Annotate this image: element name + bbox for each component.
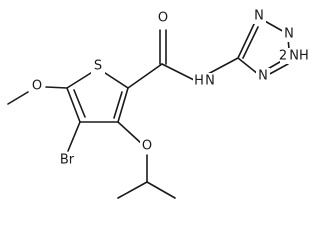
bond-c4-br [67,121,81,152]
atom-label-tz-n-top: N [254,9,264,24]
bond-c3-o-ether [117,121,143,145]
bond-tz-c5-n4-double [237,21,256,59]
atom-tz-n-top: N [252,8,266,24]
atom-layer: S O H N O Br O N N [30,8,310,168]
atom-n-amide: H N [193,73,217,89]
atom-label-tz-n-bottom: N [258,69,268,84]
bond-c5-o-methoxy [45,86,68,89]
atom-label-br: Br [60,153,75,168]
atom-label-tz-nh-prefix: 2 [279,49,287,64]
atom-o-ether: O [140,138,154,154]
bond-c2-c3 [117,87,129,123]
atom-label-tz-n-right: N [284,27,294,42]
atom-label-o-ether: O [142,139,152,154]
atom-label-h-amide: H [194,74,204,89]
bond-s1-c2 [101,70,129,89]
atom-label-n-amide: N [205,74,215,89]
atom-label-s: S [94,59,102,74]
atom-tz-n-bottom: N [256,68,270,84]
atom-o-carbonyl: O [156,10,170,26]
atom-tz-n-right: N [282,26,296,42]
molecule-structure: S O H N O Br O N N [7,8,310,199]
atom-label-tz-nh: NH [289,49,309,64]
atom-tz-nh: 2 NH [279,48,310,64]
bond-tz-c5-n4-double-inner [242,26,259,59]
bond-c4-c5 [66,87,81,123]
bond-c2-c3-double [113,91,123,119]
atom-o-methoxy: O [30,78,44,94]
atom-s1: S [91,58,105,74]
bond-c2-c-carbonyl [127,63,163,89]
bond-carbonyl-n [161,63,195,81]
bond-layer [7,19,291,199]
bond-ch-ch3-right [146,181,176,199]
bond-n-tetrazole [207,57,239,75]
bond-o-methyl [7,91,29,105]
bond-ch-ch3-left [117,181,148,199]
atom-br: Br [56,152,78,168]
atom-label-o-carbonyl: O [158,11,168,26]
bond-c4-c5-double [73,89,86,118]
bond-s1-c5 [66,70,95,89]
bond-tz-n1-c5 [237,57,259,75]
atom-label-o-methoxy: O [32,79,42,94]
